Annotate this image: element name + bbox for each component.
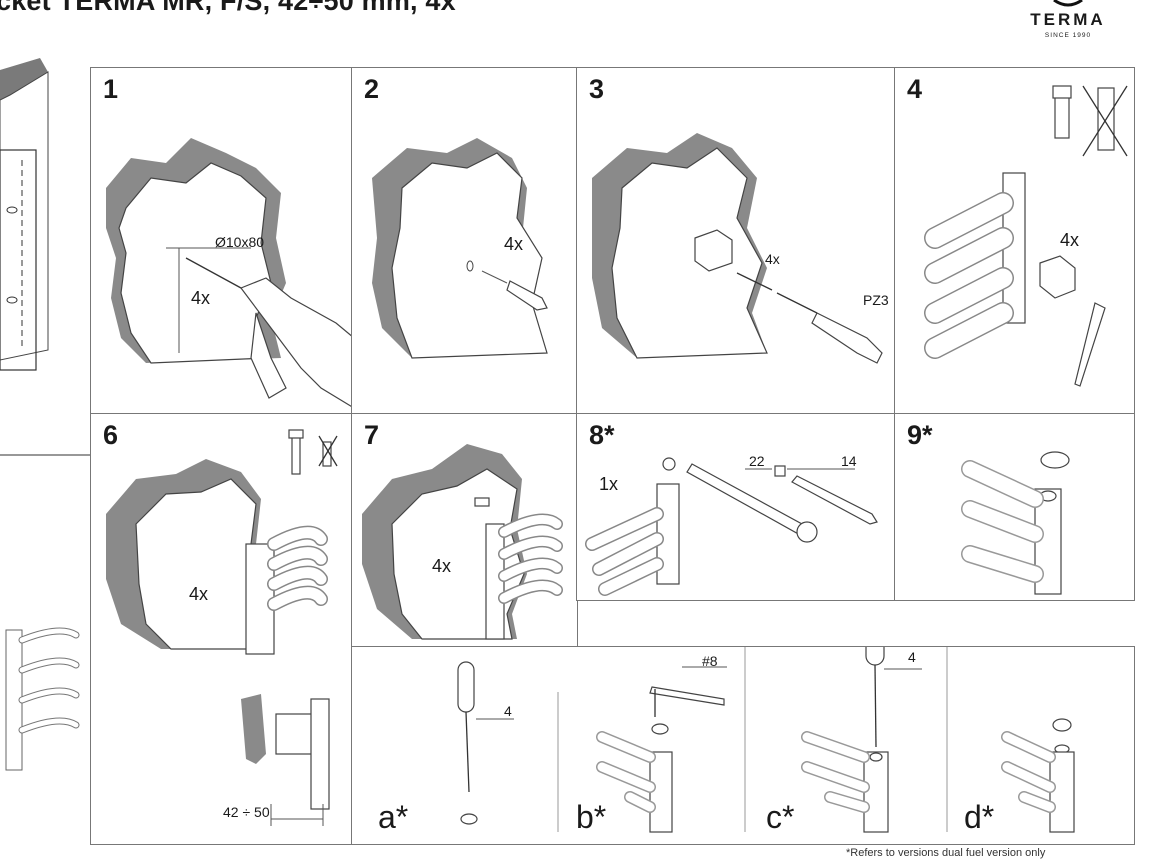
step-7-cover-illustration bbox=[362, 444, 563, 640]
quantity-label: 4x bbox=[765, 251, 780, 267]
substep-c-tool-label: 4 bbox=[908, 649, 916, 665]
step-number: 4 bbox=[907, 74, 923, 104]
step-number: 9* bbox=[907, 420, 933, 450]
step-8-panel: 8* 1x 22 14 bbox=[576, 413, 896, 601]
quantity-label: 4x bbox=[189, 584, 209, 604]
step-7-panel: 7 4x bbox=[351, 413, 578, 648]
substep-d-label: d* bbox=[964, 799, 995, 835]
document-title: cket TERMA MR, F/S, 42÷50 mm, 4x bbox=[0, 0, 456, 16]
substep-b-label: b* bbox=[576, 799, 607, 835]
step-3-panel: 3 4x PZ3 bbox=[576, 67, 896, 415]
step-number: 2 bbox=[364, 74, 380, 104]
left-partial-panel bbox=[0, 50, 92, 845]
substep-c-label: c* bbox=[766, 799, 795, 835]
substep-a-tool-label: 4 bbox=[504, 703, 512, 719]
step-3-screw-illustration bbox=[592, 133, 883, 364]
substeps-panel: a* 4 b* #8 c* 4 d* bbox=[351, 646, 1135, 845]
drill-size-label: Ø10x80 bbox=[215, 234, 265, 250]
step-9-cap-illustration bbox=[961, 451, 1070, 595]
substep-a-label: a* bbox=[378, 799, 409, 835]
step-2-anchor-illustration bbox=[372, 138, 548, 359]
step-9-panel: 9* bbox=[894, 413, 1135, 601]
logo-tagline: SINCE 1990 bbox=[1044, 32, 1092, 39]
wrench-size-22-label: 22 bbox=[749, 453, 765, 469]
partial-illustration bbox=[0, 58, 92, 771]
substep-b-tool-label: #8 bbox=[702, 653, 718, 669]
step-4-radiator-illustration bbox=[924, 85, 1128, 387]
screwdriver-label: PZ3 bbox=[863, 292, 889, 308]
pipe-diameter-label: 42 ÷ 50 bbox=[223, 804, 270, 820]
step-number: 1 bbox=[103, 74, 119, 104]
step-6-mount-illustration bbox=[106, 429, 338, 826]
step-1-panel: 1 Ø10x80 4x bbox=[90, 67, 353, 415]
wrench-size-14-label: 14 bbox=[841, 453, 857, 469]
step-4-panel: 4 4x bbox=[894, 67, 1135, 415]
quantity-label: 4x bbox=[1060, 230, 1080, 250]
quantity-label: 4x bbox=[504, 234, 524, 254]
logo-wordmark: TERMA bbox=[1030, 10, 1106, 29]
step-number: 6 bbox=[103, 420, 119, 450]
step-8-wrench-illustration bbox=[585, 457, 878, 596]
step-1-drill-illustration bbox=[106, 138, 352, 408]
terma-logo: TERMA SINCE 1990 bbox=[1008, 0, 1128, 46]
footnote: *Refers to versions dual fuel version on… bbox=[846, 847, 1046, 859]
quantity-label: 4x bbox=[432, 556, 452, 576]
step-number: 7 bbox=[364, 420, 380, 450]
logo-arc-icon bbox=[1053, 0, 1083, 7]
step-number: 8* bbox=[589, 420, 615, 450]
step-6-panel: 6 4x 42 ÷ 50 bbox=[90, 413, 353, 845]
quantity-label: 4x bbox=[191, 288, 211, 308]
step-number: 3 bbox=[589, 74, 605, 104]
quantity-label: 1x bbox=[599, 474, 619, 494]
substeps-illustration bbox=[457, 647, 1075, 833]
step-2-panel: 2 4x bbox=[351, 67, 578, 415]
